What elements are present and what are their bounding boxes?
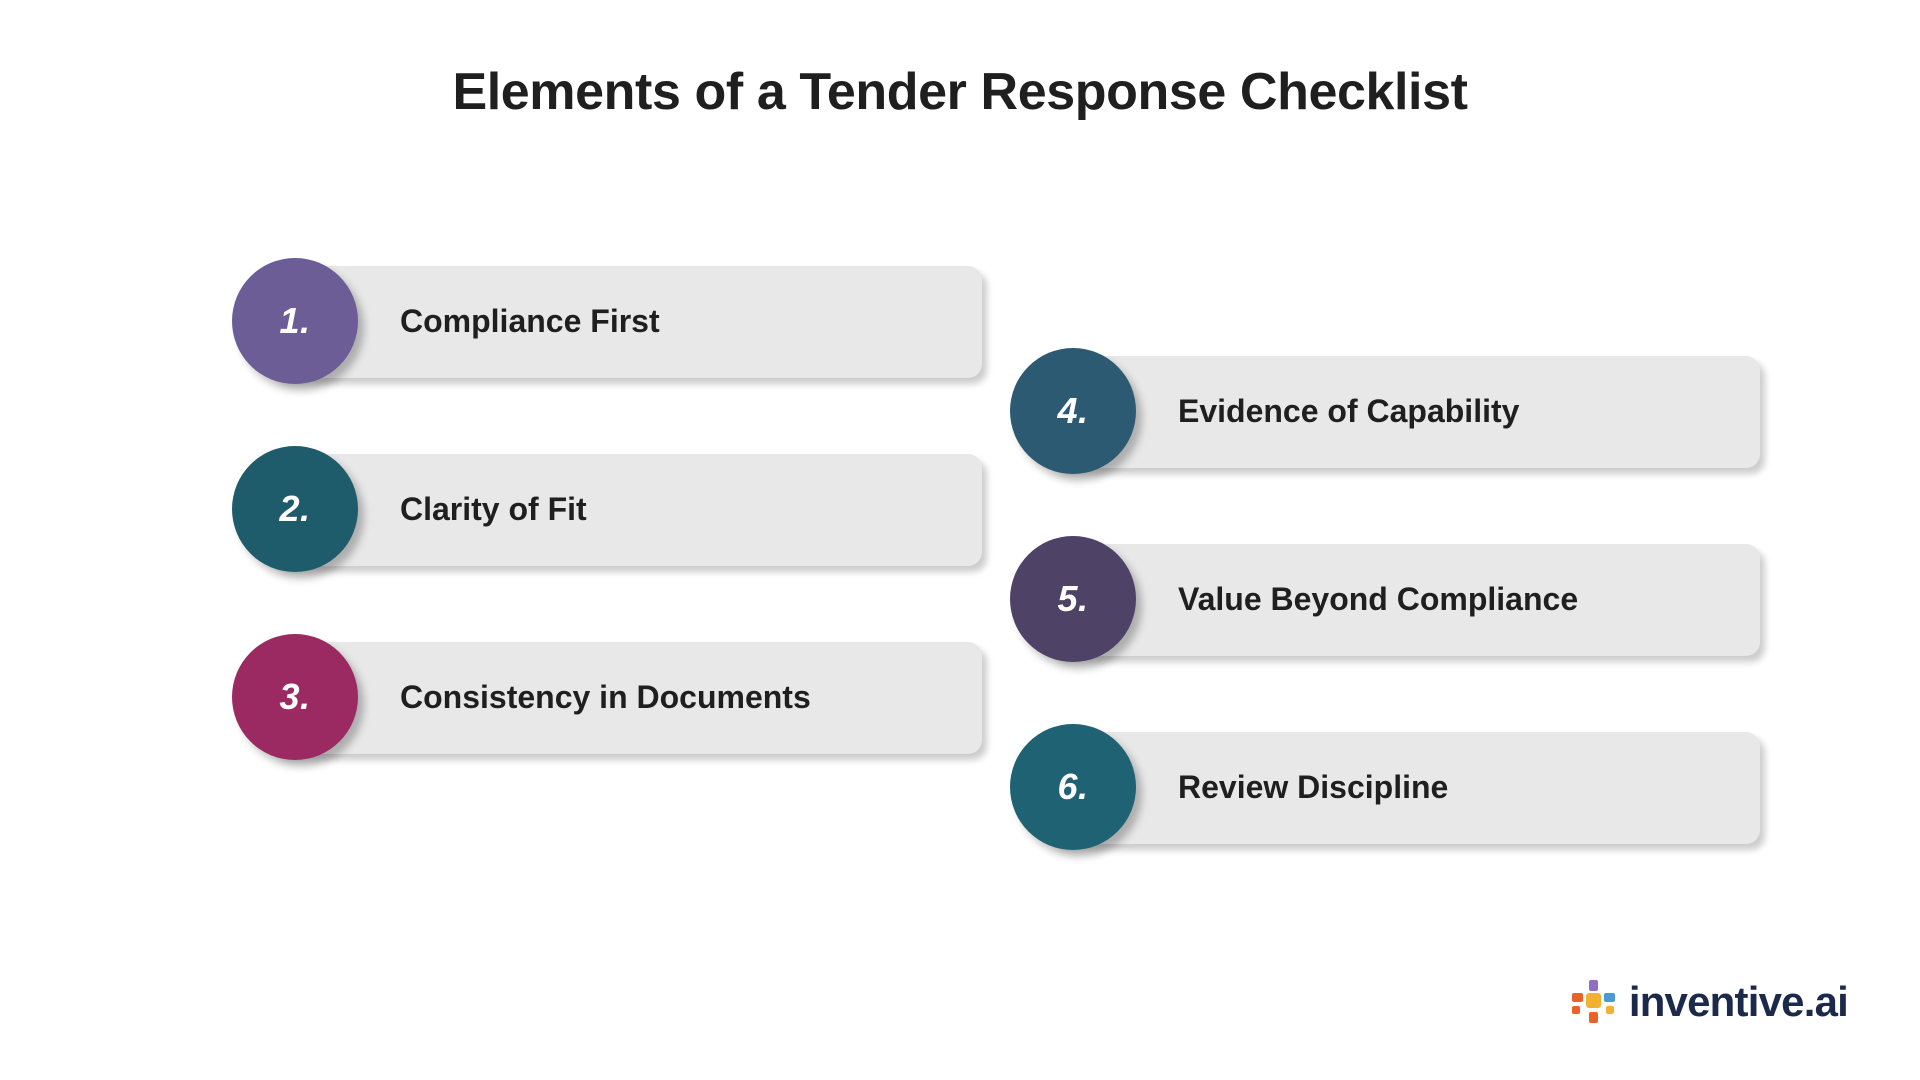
page-title: Elements of a Tender Response Checklist: [452, 63, 1468, 121]
list-item[interactable]: 4. Evidence of Capability: [1010, 348, 1760, 474]
item-card: [1050, 544, 1760, 656]
list-item[interactable]: 6. Review Discipline: [1010, 724, 1760, 850]
item-card: [1050, 356, 1760, 468]
checklist-column-left: 1. Compliance First 2. Clarity of Fit 3.…: [232, 258, 982, 760]
item-number-badge: 2.: [232, 446, 358, 572]
list-item[interactable]: 2. Clarity of Fit: [232, 446, 982, 572]
item-number-badge: 6.: [1010, 724, 1136, 850]
item-number-badge: 3.: [232, 634, 358, 760]
list-item[interactable]: 5. Value Beyond Compliance: [1010, 536, 1760, 662]
item-label: Value Beyond Compliance: [1178, 580, 1579, 617]
checklist-column-right: 4. Evidence of Capability 5. Value Beyon…: [1010, 348, 1760, 850]
item-card: [1050, 732, 1760, 844]
item-card: [272, 454, 982, 566]
item-label: Clarity of Fit: [400, 490, 587, 527]
item-label: Consistency in Documents: [400, 678, 811, 715]
inventive-logo-icon: [1571, 980, 1615, 1023]
item-number-badge: 5.: [1010, 536, 1136, 662]
item-label: Compliance First: [400, 302, 660, 339]
brand-logo[interactable]: inventive.ai: [1571, 978, 1849, 1026]
item-label: Evidence of Capability: [1178, 392, 1520, 429]
item-number-badge: 4.: [1010, 348, 1136, 474]
list-item[interactable]: 3. Consistency in Documents: [232, 634, 982, 760]
item-number-badge: 1.: [232, 258, 358, 384]
item-label: Review Discipline: [1178, 768, 1449, 805]
logo-text: inventive.ai: [1628, 978, 1849, 1025]
item-card: [272, 642, 982, 754]
list-item[interactable]: 1. Compliance First: [232, 258, 982, 384]
item-card: [272, 266, 982, 378]
